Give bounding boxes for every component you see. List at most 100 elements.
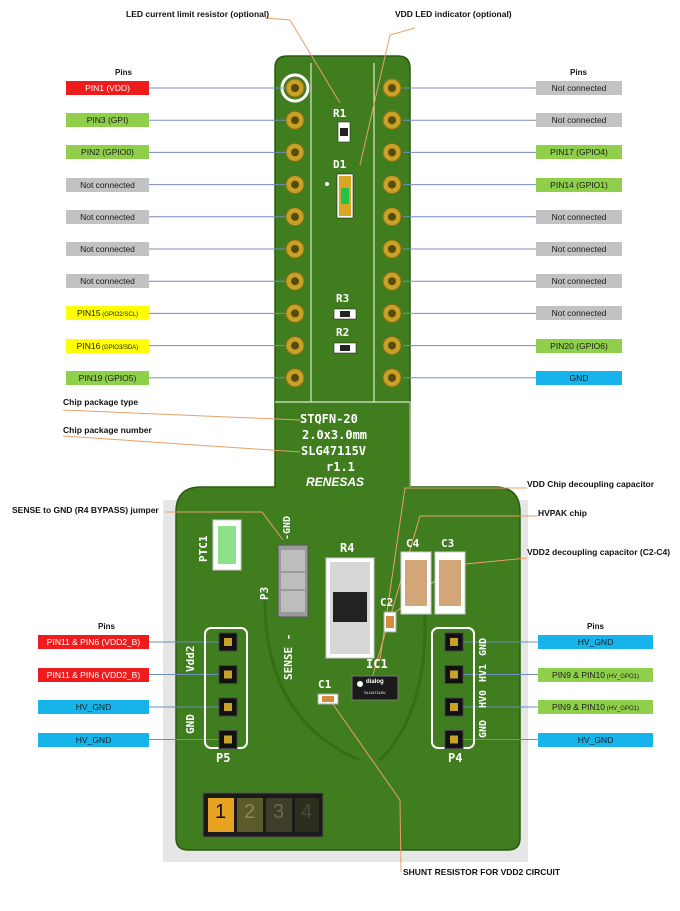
pin-label-right: Not connected — [536, 274, 622, 289]
pin-label-right-text: Not connected — [551, 83, 607, 93]
dip-segment-4 — [295, 798, 319, 832]
silk-d1: D1 — [333, 158, 347, 171]
header-pin-gold — [224, 703, 232, 711]
pin-label-left-text: PIN1 (VDD) — [85, 83, 130, 93]
renesas-logo: RENESAS — [306, 475, 365, 489]
pad-hole — [291, 309, 299, 318]
pin-label-bottom-left: HV_GND — [38, 732, 149, 747]
leader-vdd-decoupling — [379, 487, 527, 661]
pin-label-left-text: Not connected — [80, 244, 135, 254]
silk-c3: C3 — [441, 537, 455, 550]
header-pin-gold — [450, 703, 458, 711]
pad-hole — [388, 245, 396, 253]
pad-hole — [388, 341, 396, 350]
header-pin-gold — [450, 638, 458, 646]
pin-label-bottom-right: PIN9 & PIN10 (HV_GPO1) — [538, 667, 653, 682]
pin-label-right-text: PIN14 (GPIO1) — [550, 179, 608, 190]
pin-label-bottom-left-text: HV_GND — [75, 702, 112, 712]
pin-label-left-text: PIN3 (GPI) — [86, 115, 129, 126]
pad-hole — [388, 180, 396, 189]
annotation-vdd2-decoupling: VDD2 decoupling capacitor (C2-C4) — [527, 547, 671, 557]
pad-hole — [388, 373, 396, 382]
pin-label-right: Not connected — [536, 306, 622, 321]
silk-chip-size: 2.0x3.0mm — [302, 428, 368, 442]
pin-label-left: PIN3 (GPI) — [66, 113, 149, 128]
pin-label-bottom-right-subtext: (HV_GPO1) — [604, 673, 639, 680]
pin-label-left-text: Not connected — [80, 179, 135, 190]
pin-label-left-text: Not connected — [80, 211, 135, 222]
silk-chip-package-type: STQFN-20 — [300, 412, 358, 426]
silk-hv0: HV0 — [478, 689, 489, 708]
pad-hole — [291, 212, 299, 221]
pad-hole — [291, 116, 299, 125]
pin-label-bottom-right: PIN9 & PIN10 (HV_GPO1) — [538, 700, 653, 714]
pin-label-right-text: GND — [569, 372, 589, 383]
silk-gnd-right: GND — [478, 637, 489, 656]
leader-shunt-resistor — [329, 699, 402, 873]
leader-sense-jumper — [165, 511, 284, 541]
header-pin-gold — [224, 670, 232, 679]
pin-label-bottom-right: HV_GND — [538, 732, 653, 747]
pin-label-left-text: PIN15 — [77, 308, 101, 319]
pin-label-left-text: PIN19 (GPIO5) — [78, 372, 137, 383]
pin-label-bottom-left: HV_GND — [38, 700, 149, 714]
silk-sense: SENSE - — [282, 633, 295, 680]
silk-r4: R4 — [340, 541, 355, 555]
header-pin-gold — [224, 638, 232, 646]
dip-label-4: 4 — [301, 801, 313, 823]
pin-label-left-text: Not connected — [80, 276, 135, 287]
pin-label-bottom-right-text: HV_GND — [577, 637, 614, 647]
silk-hv1: HV1 — [478, 663, 489, 682]
annotation-hvpak-chip: HVPAK chip — [538, 508, 587, 518]
silk-ptc1: PTC1 — [197, 535, 210, 563]
silk-p5: P5 — [216, 751, 231, 765]
annotation-chip-package-type: Chip package type — [63, 397, 139, 407]
c4-capacitor — [405, 560, 427, 606]
pin-label-bottom-right-text: PIN9 & PIN10 — [552, 669, 605, 680]
leader-led-resistor — [264, 17, 341, 104]
pin-label-left: PIN15 (GPIO2/SCL) — [66, 306, 149, 321]
pad-hole — [291, 373, 299, 382]
pin-label-right-text: Not connected — [551, 244, 607, 254]
leader-lines — [62, 17, 538, 873]
pin-label-right-text: Not connected — [551, 276, 607, 287]
pin-label-right-text: PIN20 (GPIO6) — [550, 340, 608, 351]
pin-label-bottom-left-text: PIN11 & PIN6 (VDD2_B) — [46, 637, 141, 647]
dip-segment-2 — [237, 798, 263, 832]
pin-label-bottom-left-text: PIN11 & PIN6 (VDD2_B) — [46, 669, 141, 680]
pin-label-left-text: PIN16 — [76, 340, 101, 351]
pin-label-right-text: Not connected — [551, 115, 607, 126]
ptc1-body — [218, 526, 236, 564]
silk-r3: R3 — [336, 292, 350, 305]
dip-segment-1 — [208, 798, 234, 832]
pad-hole — [388, 116, 396, 125]
silk-c1: C1 — [318, 678, 332, 691]
header-pin-gold — [224, 735, 232, 744]
pin-label-bottom-right-text: PIN9 & PIN10 — [552, 702, 605, 712]
pad-hole — [388, 84, 396, 92]
c1-capacitor — [322, 696, 334, 702]
dip-label-3: 3 — [273, 801, 285, 823]
pin-label-left: PIN16 (GPIO3/SDA) — [66, 338, 149, 353]
silk-r1: R1 — [333, 107, 347, 120]
r4-shunt-center — [333, 592, 367, 622]
pins-header-top-left: Pins — [115, 68, 132, 77]
pad-hole — [388, 212, 396, 221]
trace-curve — [263, 599, 361, 762]
pad-hole — [291, 148, 299, 157]
pin-label-right: Not connected — [536, 209, 622, 224]
annotation-sense-jumper: SENSE to GND (R4 BYPASS) jumper — [12, 505, 159, 515]
pin-label-right: Not connected — [536, 81, 622, 95]
pin-label-bottom-right-text: HV_GND — [577, 734, 614, 745]
pin-label-right-text: Not connected — [551, 308, 607, 319]
pin-label-right: PIN14 (GPIO1) — [536, 177, 622, 192]
leader-chip-package-number — [62, 435, 301, 453]
pin-label-bottom-right: HV_GND — [538, 635, 653, 649]
dip-label-2: 2 — [244, 801, 256, 823]
pin-label-left-text: PIN2 (GPIO0) — [81, 147, 134, 158]
header-pads — [285, 78, 402, 388]
silk-gnd-right-bottom: GND — [478, 719, 489, 738]
pins-header-bottom-left: Pins — [98, 622, 115, 631]
pin-label-bottom-right-subtext: (HV_GPO1) — [604, 706, 639, 712]
